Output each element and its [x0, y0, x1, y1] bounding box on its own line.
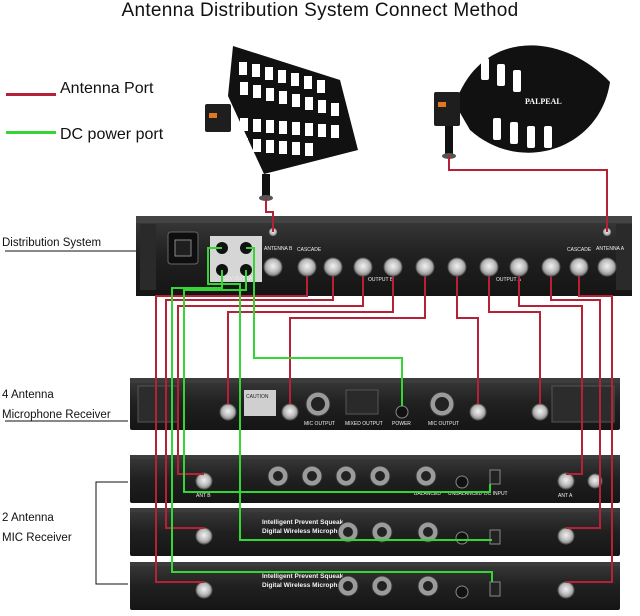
dc-out-text: 12V OUT 1A	[224, 276, 253, 282]
receiver-power: POWER	[392, 421, 411, 427]
red-line-antenna-b	[265, 198, 274, 232]
four-antenna-label: 4 Antenna Microphone Receiver	[2, 385, 111, 425]
distribution-system-label: Distribution System	[2, 237, 102, 249]
receiver-caution: CAUTION	[246, 394, 269, 400]
red-line-output-a-3	[518, 276, 583, 475]
paddle-antenna-right: PALPEAL	[434, 45, 610, 159]
legend-dc-line	[6, 131, 56, 134]
r2-slogan-1: Intelligent Prevent Squeak	[262, 519, 344, 526]
r3-slogan-2: Digital Wireless Microphone	[262, 582, 349, 589]
red-line-antenna-a	[448, 156, 608, 232]
r1-ant-b: ANT B	[196, 493, 211, 499]
two-antenna-label: 2 Antenna MIC Receiver	[2, 508, 72, 548]
green-line-dc-3	[207, 247, 491, 493]
rack-antenna-b: ANTENNA B	[264, 246, 293, 252]
log-periodic-antenna-left	[205, 46, 358, 201]
two-antenna-receiver-3: Intelligent Prevent Squeak Digital Wirel…	[130, 562, 620, 610]
distribution-system-rack: 12V OUT 1A ANTENNA B CASCADE OUTPUT B OU…	[136, 216, 632, 296]
diagram-title: Antenna Distribution System Connect Meth…	[121, 0, 519, 21]
rack-antenna-a: ANTENNA A	[596, 246, 625, 252]
two-antenna-receiver-1: ANT B BALANCED UNBALANCED DC INPUT ANT A	[130, 455, 620, 503]
legend-antenna-label: Antenna Port	[60, 80, 154, 97]
red-line-output-a-5	[566, 276, 613, 583]
red-line-output-b-4	[227, 276, 394, 404]
legend-antenna-line	[6, 93, 56, 96]
four-antenna-line2: Microphone Receiver	[2, 409, 111, 421]
red-line-output-a-4	[550, 276, 601, 529]
r1-unbalanced: UNBALANCED	[448, 491, 483, 497]
green-line-dc-2	[183, 270, 492, 541]
r1-ant-a: ANT A	[558, 493, 573, 499]
legend-dc-label: DC power port	[60, 126, 164, 143]
rack-cascade-1: CASCADE	[297, 247, 322, 253]
bnc-connectors	[263, 228, 617, 277]
red-line-output-b-2	[165, 276, 334, 529]
rack-output-b: OUTPUT B	[368, 277, 394, 283]
two-antenna-line1: 2 Antenna	[2, 512, 54, 524]
r3-slogan-1: Intelligent Prevent Squeak	[262, 573, 344, 580]
receiver-mic-output-2: MIC OUTPUT	[428, 421, 459, 427]
four-antenna-line1: 4 Antenna	[2, 389, 54, 401]
green-line-dc-4	[246, 247, 403, 406]
rack-output-a: OUTPUT A	[496, 277, 522, 283]
red-line-output-b-5	[289, 276, 426, 404]
antenna-brand-text: PALPEAL	[525, 97, 562, 106]
red-line-output-a-1	[456, 276, 479, 404]
r1-dc-input: DC INPUT	[484, 491, 508, 497]
two-antenna-receiver-2: Intelligent Prevent Squeak Digital Wirel…	[130, 508, 620, 556]
receiver-mic-output-1: MIC OUTPUT	[304, 421, 335, 427]
red-line-output-b-1	[155, 276, 308, 583]
receiver-mixed-output: MIXED OUTPUT	[345, 421, 383, 427]
two-antenna-bracket	[95, 481, 128, 585]
r1-balanced: BALANCED	[414, 491, 441, 497]
red-line-output-a-2	[488, 276, 541, 404]
dc-power-connections	[171, 247, 493, 582]
red-line-output-b-3	[177, 276, 364, 475]
rack-cascade-2: CASCADE	[567, 247, 592, 253]
r2-slogan-2: Digital Wireless Microphone	[262, 528, 349, 535]
antenna-port-connections	[155, 156, 613, 583]
four-antenna-receiver: CAUTION MIC OUTPUT MIXED OUTPUT POWER MI…	[130, 378, 620, 430]
two-antenna-line2: MIC Receiver	[2, 532, 72, 544]
